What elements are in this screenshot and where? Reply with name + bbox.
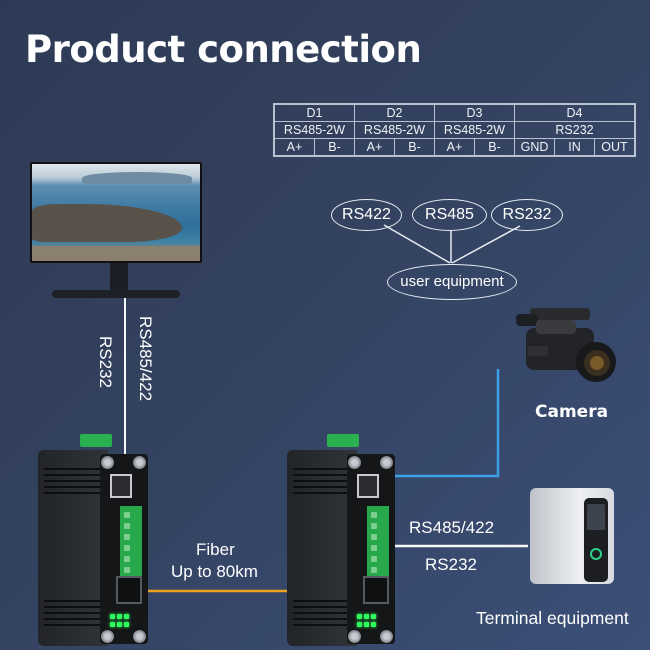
fiber-converter-left <box>38 434 148 646</box>
protocol-d4: RS232 <box>514 121 636 139</box>
screw-icon <box>101 456 114 469</box>
monitor-base <box>52 290 180 298</box>
protocol-d1: RS485-2W <box>273 121 355 139</box>
ethernet-port <box>110 474 132 498</box>
status-led <box>117 622 122 627</box>
fiber-label: Fiber <box>196 540 235 559</box>
monitor-link-label-rs232: RS232 <box>96 336 115 388</box>
power-terminal <box>327 434 359 447</box>
terminal-link-label-rs485: RS485/422 <box>409 518 495 537</box>
page-title: Product connection <box>25 28 422 71</box>
pin-d3-b: B- <box>474 138 515 157</box>
pin-d3-a: A+ <box>434 138 475 157</box>
monitor-link-label-rs485: RS485/422 <box>136 316 155 402</box>
screw-icon <box>133 456 146 469</box>
power-terminal <box>80 434 112 447</box>
status-led <box>364 622 369 627</box>
sfp-port <box>116 576 142 604</box>
pin-row: A+ B- A+ B- A+ B- GND IN OUT <box>273 138 636 157</box>
pin-d4-out: OUT <box>594 138 636 157</box>
device-heatsink <box>287 450 357 646</box>
protocol-d3: RS485-2W <box>434 121 515 139</box>
status-led <box>110 622 115 627</box>
protocol-bubble-rs232: RS232 <box>491 199 563 231</box>
rs422-connector <box>383 224 451 264</box>
screw-icon <box>380 456 393 469</box>
device-front-panel <box>347 454 395 644</box>
camera-label: Camera <box>535 402 609 422</box>
rs232-connector <box>451 225 521 264</box>
protocol-bubble-rs422: RS422 <box>331 199 402 231</box>
pin-d2-a: A+ <box>354 138 395 157</box>
ethernet-port <box>357 474 379 498</box>
screw-icon <box>133 630 146 643</box>
screw-icon <box>380 630 393 643</box>
protocol-bubble-rs485: RS485 <box>412 199 487 231</box>
fiber-distance-label: Up to 80km <box>171 562 258 581</box>
ethernet-line-camera <box>380 369 500 478</box>
device-heatsink <box>38 450 108 646</box>
status-led <box>357 614 362 619</box>
fiber-converter-right <box>287 434 397 646</box>
pin-d1-a: A+ <box>273 138 315 157</box>
pin-d4-in: IN <box>554 138 595 157</box>
status-led <box>357 622 362 627</box>
screw-icon <box>348 456 361 469</box>
screw-icon <box>348 630 361 643</box>
device-front-panel <box>100 454 148 644</box>
status-led <box>117 614 122 619</box>
user-equipment-bubble: user equipment <box>387 264 517 300</box>
status-led <box>110 614 115 619</box>
protocol-d2: RS485-2W <box>354 121 435 139</box>
status-led <box>371 622 376 627</box>
status-led <box>364 614 369 619</box>
protocol-row: RS485-2W RS485-2W RS485-2W RS232 <box>273 121 636 139</box>
status-led <box>124 614 129 619</box>
camera-icon <box>516 308 616 382</box>
screw-icon <box>101 630 114 643</box>
pin-assignment-table: D1 D2 D3 D4 RS485-2W RS485-2W RS485-2W R… <box>273 103 636 157</box>
monitor-icon <box>30 162 202 263</box>
status-led <box>124 622 129 627</box>
sfp-port <box>363 576 389 604</box>
terminal-link-label-rs232: RS232 <box>425 555 477 574</box>
status-led <box>371 614 376 619</box>
monitor-stand <box>110 263 128 293</box>
terminal-equipment-label: Terminal equipment <box>476 608 629 628</box>
terminal-equipment-icon <box>530 488 614 584</box>
